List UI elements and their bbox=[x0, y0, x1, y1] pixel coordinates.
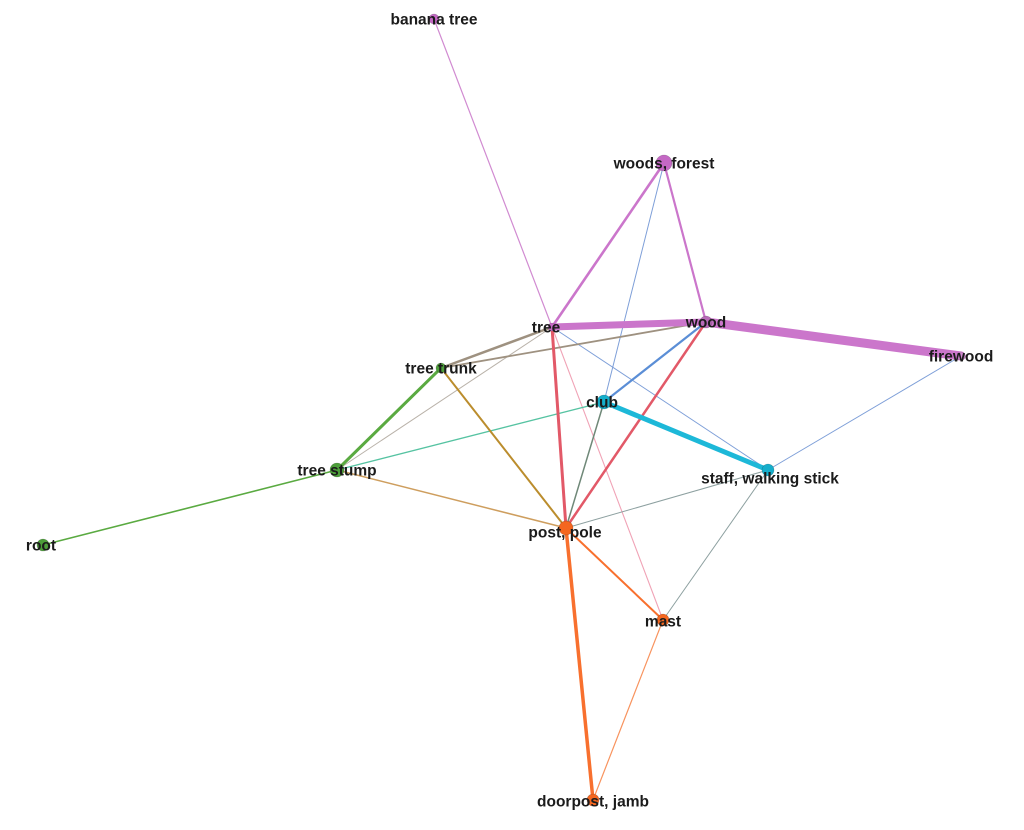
edge-tree-trunk-tree-stump bbox=[335, 366, 443, 472]
node-label-post-pole: post, pole bbox=[528, 525, 602, 542]
edge-tree-trunk-post-pole bbox=[440, 367, 567, 529]
edge-post-pole-mast bbox=[565, 527, 664, 621]
node-label-staff: staff, walking stick bbox=[701, 471, 839, 488]
edge-woods-forest-tree bbox=[550, 161, 666, 329]
node-label-doorpost: doorpost, jamb bbox=[537, 794, 649, 811]
edge-post-pole-doorpost bbox=[564, 526, 595, 802]
node-tree[interactable] bbox=[547, 322, 557, 332]
node-root[interactable] bbox=[36, 538, 50, 552]
edge-tree-stump-root bbox=[42, 469, 338, 546]
edge-staff-post-pole bbox=[565, 469, 769, 529]
node-firewood[interactable] bbox=[956, 351, 966, 361]
node-label-root: root bbox=[26, 538, 56, 555]
node-club[interactable] bbox=[596, 394, 612, 410]
node-label-tree-stump: tree stump bbox=[297, 463, 376, 480]
node-label-club: club bbox=[586, 395, 618, 412]
edge-club-staff bbox=[601, 399, 771, 473]
edge-tree-trunk-tree bbox=[439, 325, 554, 370]
edge-tree-stump-club bbox=[336, 401, 605, 471]
edge-tree-trunk-wood bbox=[440, 321, 707, 369]
edge-tree-stump-tree bbox=[336, 326, 553, 471]
edge-tree-staff bbox=[551, 326, 769, 471]
node-woods-forest[interactable] bbox=[655, 154, 673, 172]
node-label-banana-tree: banana tree bbox=[390, 12, 477, 29]
edge-woods-forest-wood bbox=[662, 161, 708, 324]
edge-tree-post-pole bbox=[550, 325, 568, 530]
edge-firewood-staff bbox=[767, 355, 962, 471]
edge-club-post-pole bbox=[565, 401, 605, 529]
node-tree-stump[interactable] bbox=[329, 462, 345, 478]
edge-woods-forest-club bbox=[603, 162, 665, 403]
node-label-wood: wood bbox=[685, 315, 726, 332]
node-post-pole[interactable] bbox=[558, 520, 574, 536]
edge-wood-post-pole bbox=[564, 320, 708, 530]
node-label-tree: tree bbox=[532, 320, 561, 337]
node-staff[interactable] bbox=[761, 463, 775, 477]
node-mast[interactable] bbox=[656, 613, 670, 627]
edge-wood-club bbox=[602, 320, 708, 404]
edge-tree-stump-post-pole bbox=[336, 469, 567, 529]
node-wood[interactable] bbox=[699, 315, 713, 329]
node-doorpost[interactable] bbox=[586, 793, 600, 807]
edge-staff-mast bbox=[662, 469, 769, 621]
node-label-firewood: firewood bbox=[929, 349, 994, 366]
node-label-tree-trunk: tree trunk bbox=[405, 361, 477, 378]
node-banana-tree[interactable] bbox=[428, 13, 440, 25]
node-label-woods-forest: woods, forest bbox=[613, 156, 715, 173]
edge-tree-wood bbox=[548, 318, 710, 331]
node-tree-trunk[interactable] bbox=[435, 362, 447, 374]
edge-wood-firewood bbox=[701, 317, 966, 361]
node-label-mast: mast bbox=[645, 614, 681, 631]
edge-tree-mast bbox=[551, 326, 664, 621]
edge-mast-doorpost bbox=[592, 619, 664, 801]
edge-banana-tree-tree bbox=[433, 18, 553, 328]
